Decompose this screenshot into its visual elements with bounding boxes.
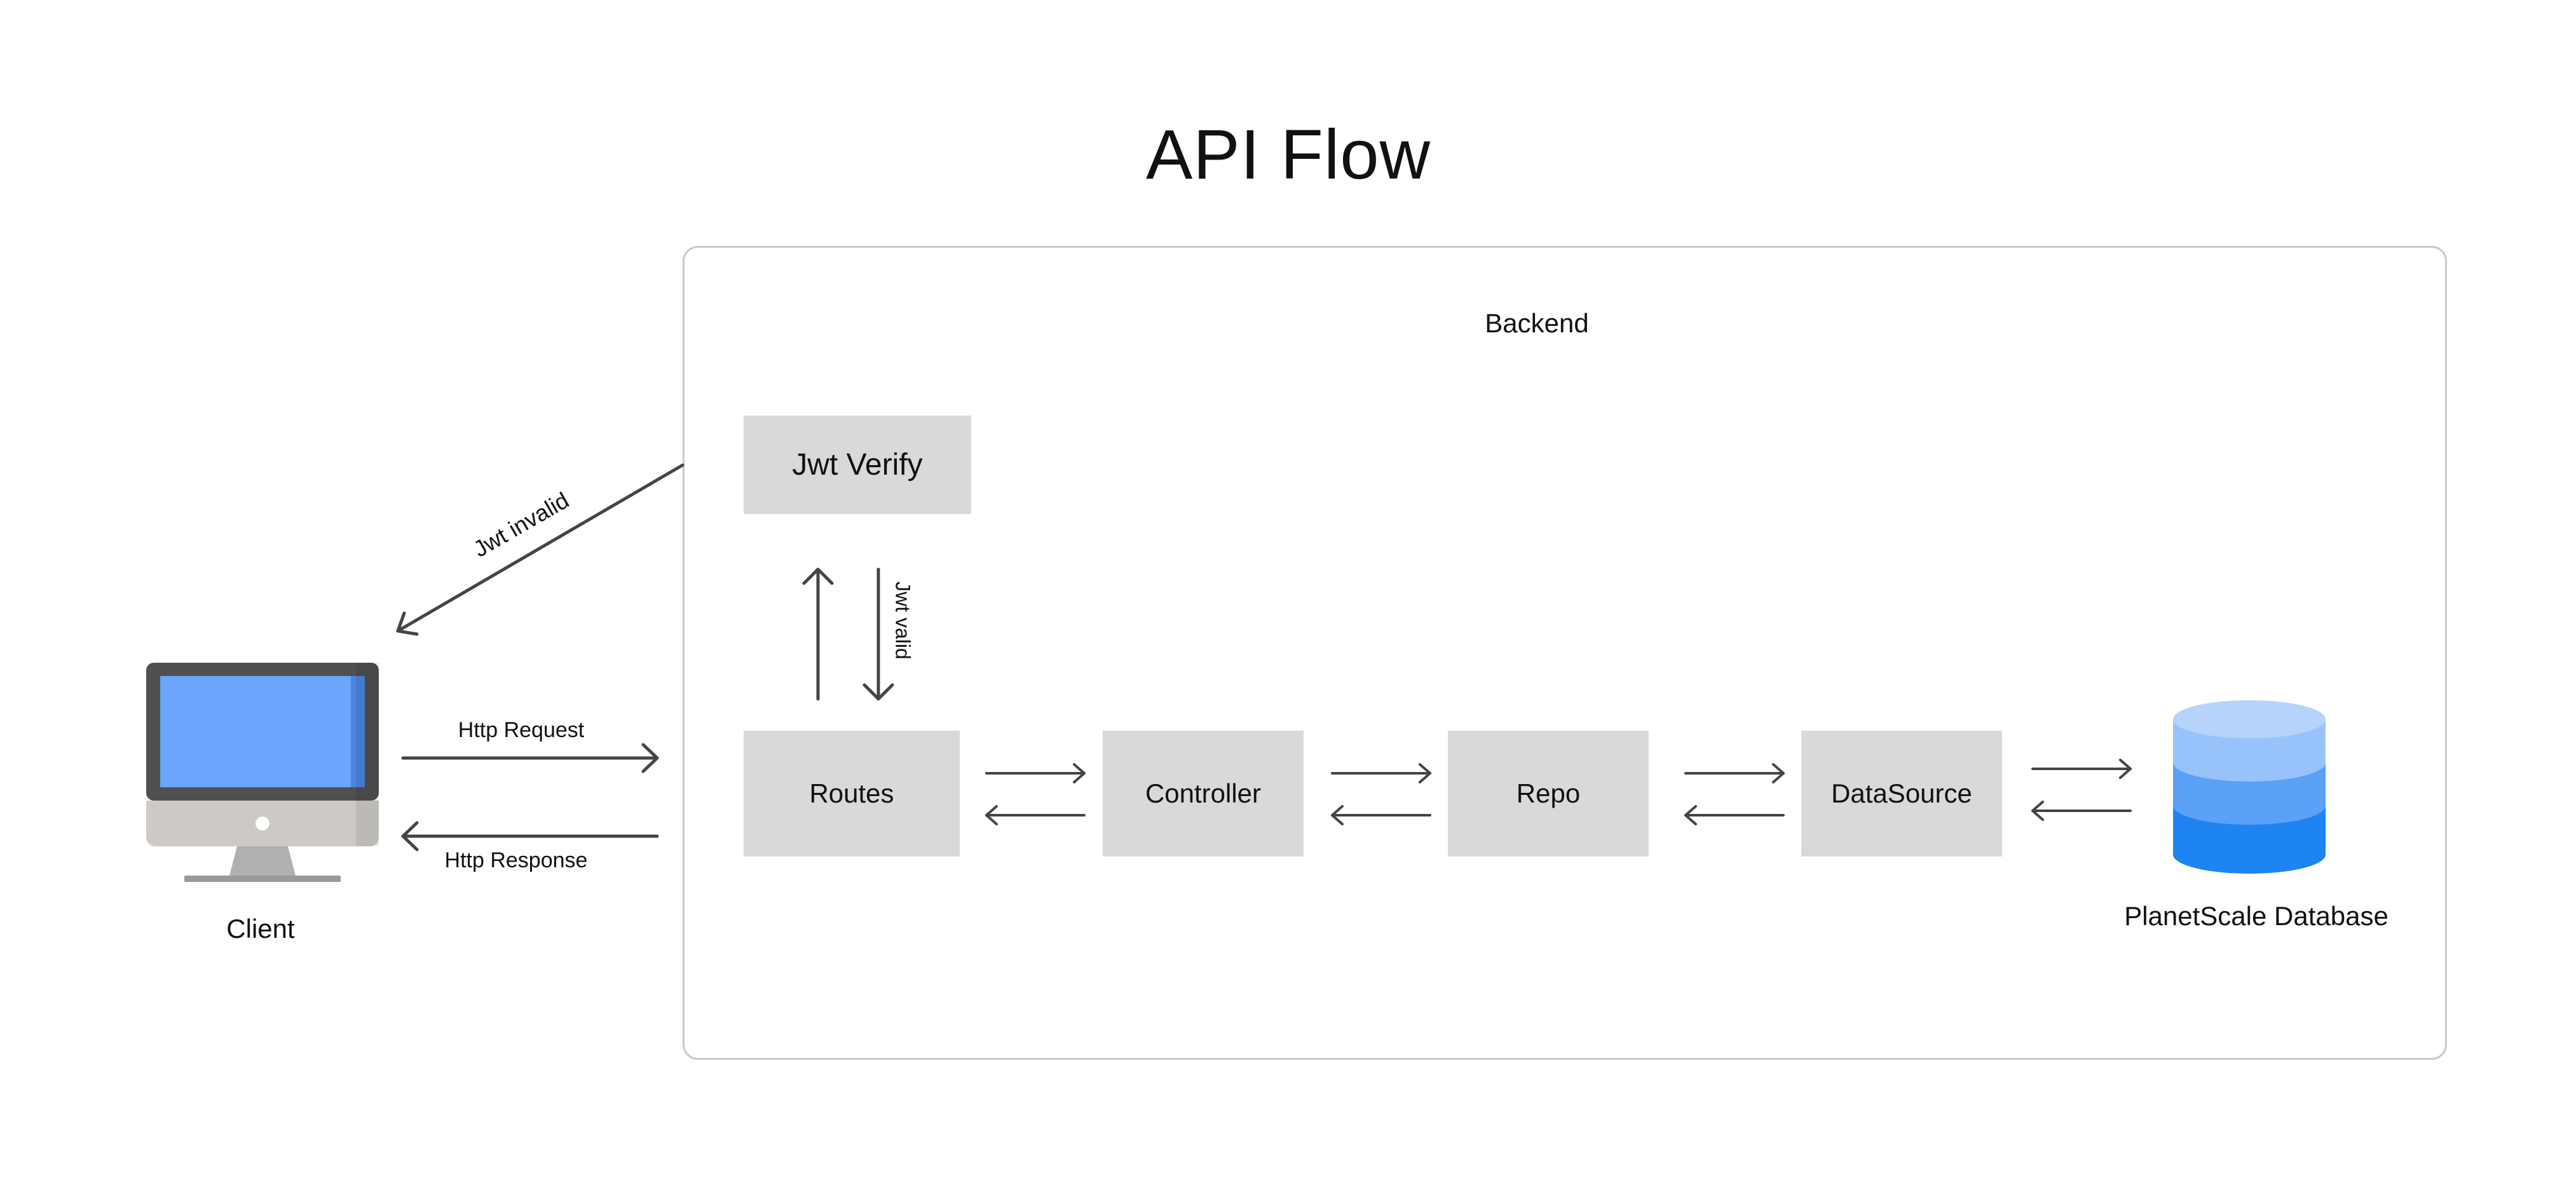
http-response-label: Http Response: [444, 848, 588, 872]
http-request-label: Http Request: [458, 718, 585, 742]
repo-to-datasource-arrow: [1684, 763, 1785, 783]
repo-label: Repo: [1516, 778, 1581, 808]
routes-to-jwt-arrow: [802, 567, 834, 701]
datasource-label: DataSource: [1831, 778, 1972, 808]
http-request-arrow: [401, 743, 659, 773]
database-to-datasource-arrow: [2031, 801, 2132, 821]
controller-node: Controller: [1103, 731, 1304, 857]
database-label: PlanetScale Database: [2124, 901, 2389, 931]
datasource-to-repo-arrow: [1684, 805, 1785, 825]
routes-node: Routes: [744, 731, 960, 857]
http-response-arrow: [401, 821, 659, 851]
diagram-title: API Flow: [1145, 116, 1431, 194]
repo-node: Repo: [1448, 731, 1649, 857]
backend-label: Backend: [1485, 308, 1589, 338]
jwt-valid-arrow: [862, 567, 894, 701]
jwt-verify-node: Jwt Verify: [744, 416, 971, 514]
controller-label: Controller: [1145, 778, 1262, 808]
repo-to-controller-arrow: [1331, 805, 1431, 825]
controller-to-routes-arrow: [985, 805, 1086, 825]
datasource-to-database-arrow: [2031, 759, 2132, 779]
controller-to-repo-arrow: [1331, 763, 1431, 783]
backend-container: [683, 246, 2447, 1060]
desktop-computer-icon: [146, 663, 379, 882]
routes-label: Routes: [809, 778, 894, 808]
jwt-invalid-arrow: [396, 463, 685, 636]
jwt-verify-label: Jwt Verify: [792, 448, 923, 482]
routes-to-controller-arrow: [985, 763, 1086, 783]
datasource-node: DataSource: [1801, 731, 2002, 857]
client-label: Client: [226, 914, 295, 944]
database-icon: [2173, 700, 2326, 874]
